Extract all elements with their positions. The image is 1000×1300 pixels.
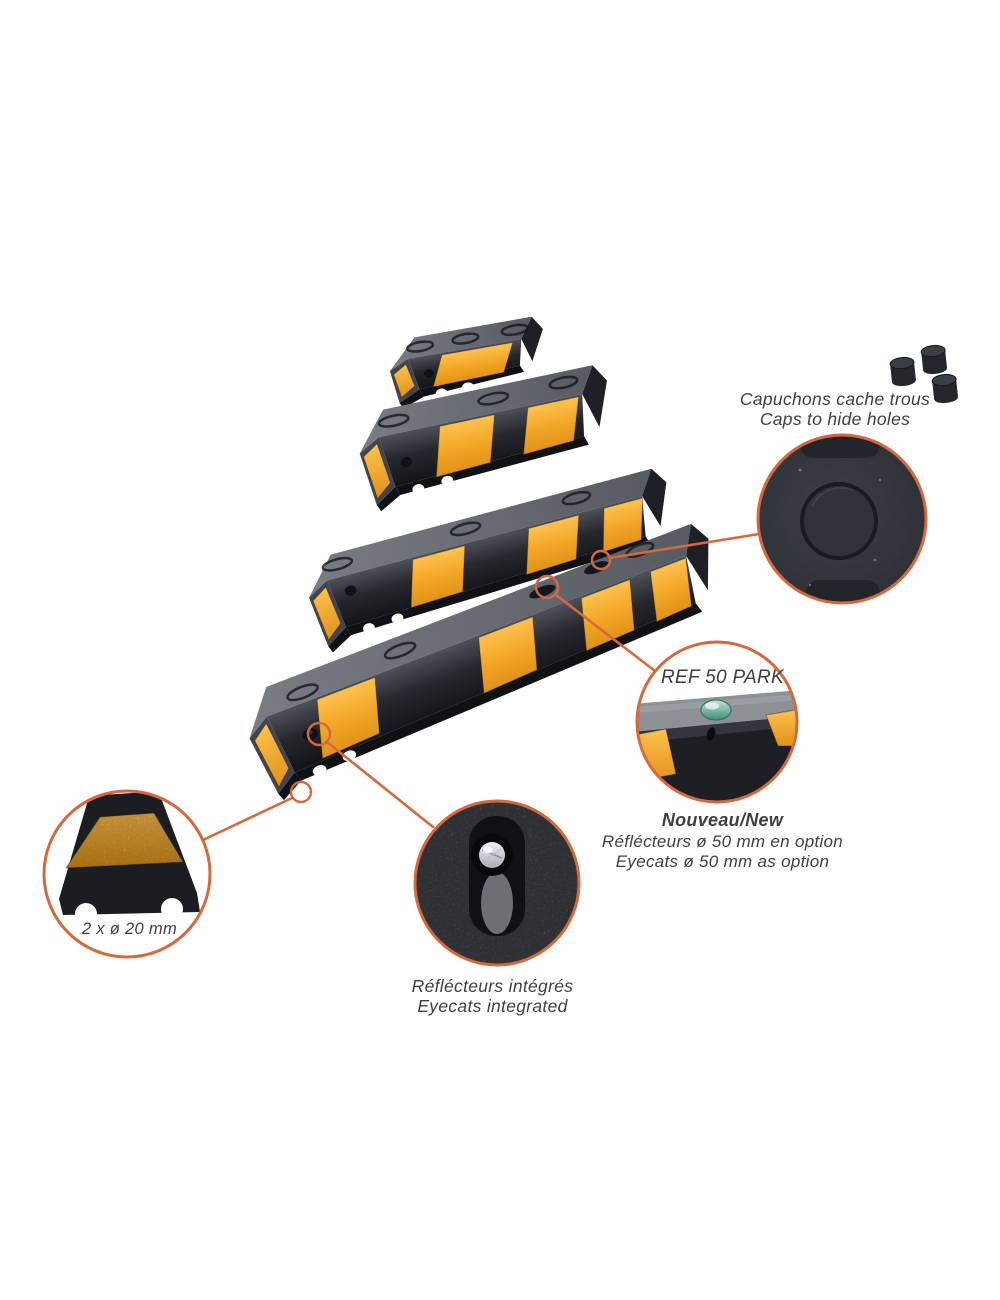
caps-cluster xyxy=(889,344,958,404)
eyecat-reflector xyxy=(700,699,732,721)
reflectors-caption: Réflécteurs intégrés Eyecats integrated xyxy=(375,976,610,1017)
nouveau-line-fr: Réflécteurs ø 50 mm en option xyxy=(601,831,844,851)
nouveau-line-en: Eyecats ø 50 mm as option xyxy=(615,851,830,871)
nouveau-title: Nouveau/New xyxy=(661,810,784,830)
parking-block-2 xyxy=(359,365,607,512)
detail-circle-eyecat-option xyxy=(635,640,799,804)
reflective-stripe xyxy=(580,578,635,652)
rubber-cap xyxy=(889,356,916,387)
eyecat-recess xyxy=(423,369,434,378)
rubber-cap xyxy=(920,344,947,375)
end-reflective-panel xyxy=(392,363,416,399)
hole-marker-reflector xyxy=(306,721,332,747)
end-reflective-panel xyxy=(254,722,290,789)
hole-marker-cap xyxy=(590,549,612,571)
detail-circle-eyecat-integrated xyxy=(413,799,581,967)
leader-lines xyxy=(201,532,761,842)
rubber-cap xyxy=(931,373,958,404)
ref-label: REF 50 PARK xyxy=(661,667,784,688)
end-reflective-panel xyxy=(362,442,392,500)
detail-circle-cap xyxy=(756,433,928,605)
detail-circle-end-profile xyxy=(42,789,212,959)
parking-block-1-smallest xyxy=(389,316,543,409)
reflective-stripe xyxy=(602,497,644,553)
holes-label: 2 x ø 20 mm xyxy=(82,920,177,938)
eyecat-recess xyxy=(344,585,357,596)
fixing-hole xyxy=(529,584,556,599)
caps-caption-fr: Capuchons cache trous xyxy=(739,389,931,409)
parking-block-4-longest xyxy=(249,523,709,801)
nouveau-caption: Nouveau/New Réflécteurs ø 50 mm en optio… xyxy=(565,810,880,871)
reflective-stripe xyxy=(522,396,580,456)
reflective-stripe xyxy=(525,514,580,576)
hole-notch xyxy=(75,903,97,925)
parking-block-3 xyxy=(309,468,667,653)
reflective-stripe xyxy=(316,676,380,760)
reflectors-line-en: Eyecats integrated xyxy=(417,996,568,1017)
reflective-stripe xyxy=(435,413,496,478)
caps-caption-en: Caps to hide holes xyxy=(759,409,911,430)
reflective-stripe xyxy=(410,544,466,609)
hole-notch xyxy=(161,898,183,920)
reflective-stripe xyxy=(432,341,514,388)
end-reflective-panel xyxy=(312,586,342,642)
hole-marker-base xyxy=(289,780,313,804)
reflective-stripe xyxy=(478,616,538,695)
reflective-stripe xyxy=(649,557,693,623)
caps-caption: Capuchons cache trous Caps to hide holes xyxy=(715,389,955,430)
eyecat-recess xyxy=(400,456,413,468)
reflectors-line-fr: Réflécteurs intégrés xyxy=(411,976,574,996)
hole-marker-ref xyxy=(534,574,560,600)
